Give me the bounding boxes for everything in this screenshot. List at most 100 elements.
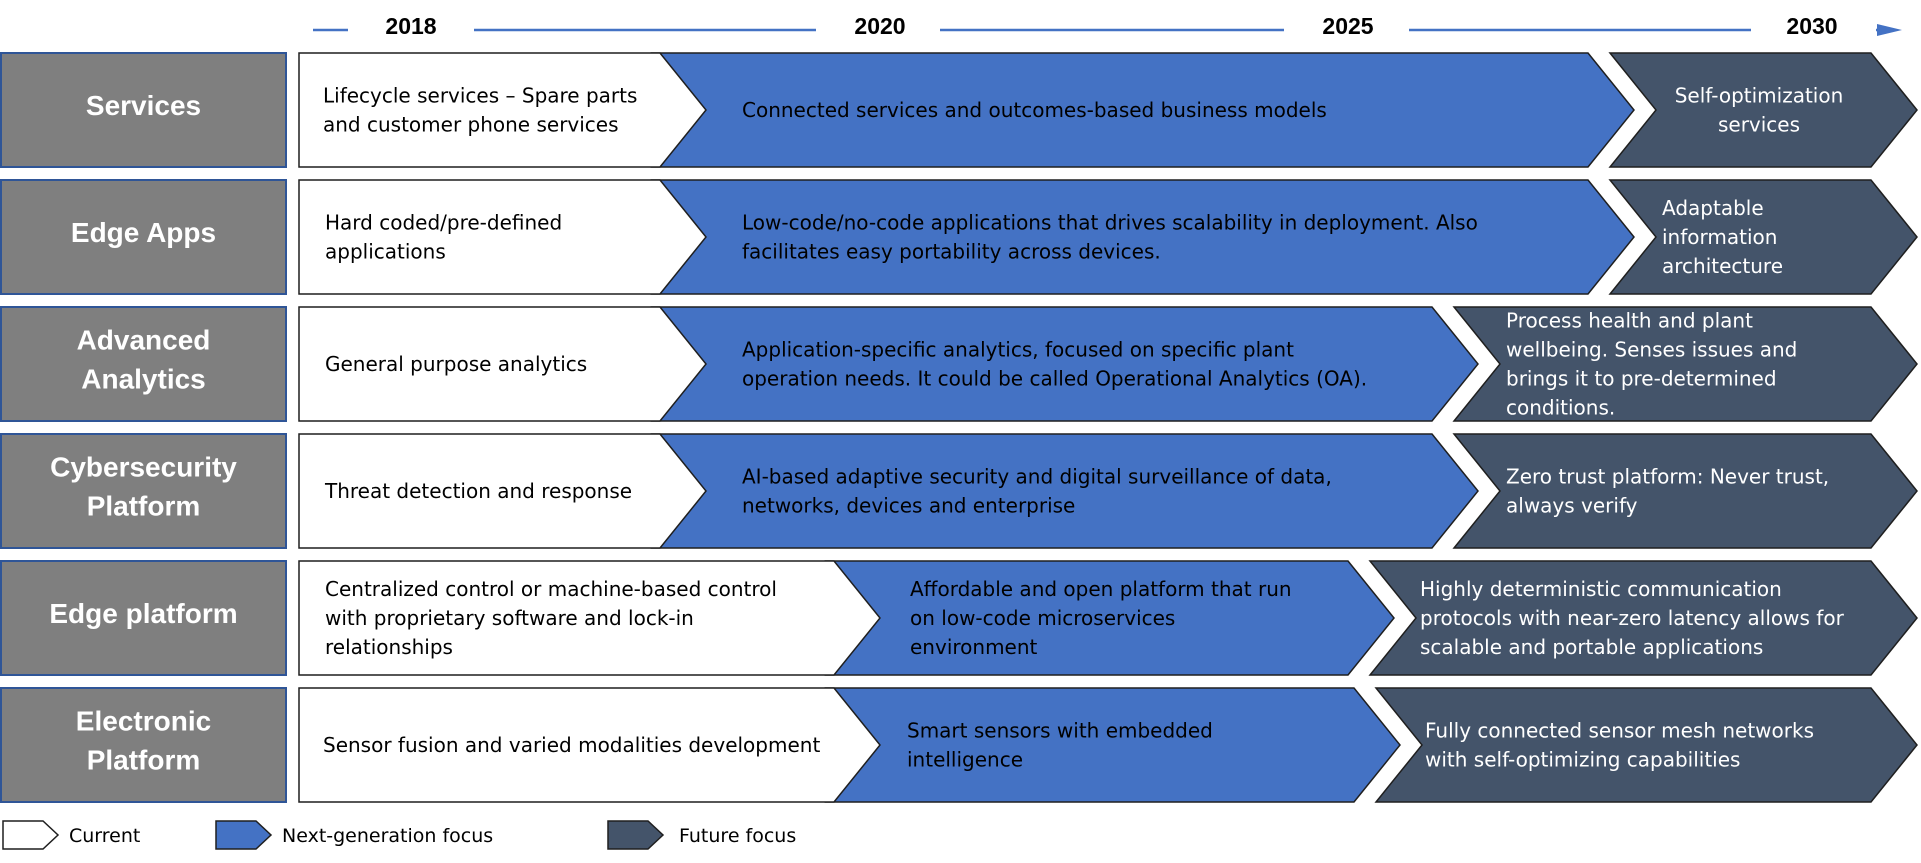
- roadmap-row: Services Lifecycle services – Spare parts…: [0, 52, 1918, 168]
- next-gen-text: Affordable and open platform that run on …: [910, 577, 1292, 659]
- next-gen-text-line: Affordable and open platform that run: [910, 577, 1292, 601]
- current-text-line: relationships: [325, 635, 453, 659]
- next-gen-text-line: facilitates easy portability across devi…: [742, 240, 1161, 264]
- current-text: Hard coded/pre-defined applications: [325, 211, 562, 264]
- year-2025-label: 2025: [1322, 13, 1373, 39]
- roadmap-row: Edge platform Centralized control or mach…: [0, 560, 1918, 676]
- current-text-line: applications: [325, 240, 446, 264]
- year-2018-label: 2018: [385, 13, 436, 39]
- category-label-line: Electronic: [76, 706, 211, 737]
- category-label: Services: [86, 90, 201, 121]
- current-chevron: [298, 687, 881, 803]
- current-text-line: Centralized control or machine-based con…: [325, 577, 777, 601]
- future-text-line: architecture: [1662, 254, 1783, 278]
- timeline-arrowhead: [1877, 24, 1902, 36]
- future-text: Process health and plant wellbeing. Sense…: [1506, 309, 1797, 420]
- future-text-line: Fully connected sensor mesh networks: [1425, 719, 1814, 743]
- category-box: [0, 52, 287, 168]
- next-gen-text-line: Smart sensors with embedded: [907, 719, 1213, 743]
- future-text: Zero trust platform: Never trust, always …: [1506, 465, 1829, 518]
- legend-future-label: Future focus: [679, 825, 796, 847]
- current-chevron: [298, 52, 707, 168]
- future-text-line: protocols with near-zero latency allows …: [1420, 606, 1845, 630]
- category-label-line: Cybersecurity: [50, 452, 237, 483]
- current-text-line: Sensor fusion and varied modalities deve…: [323, 733, 820, 757]
- future-text-line: scalable and portable applications: [1420, 635, 1763, 659]
- current-text-line: Threat detection and response: [324, 479, 632, 503]
- current-text: General purpose analytics: [325, 352, 587, 376]
- next-gen-chevron: [650, 433, 1479, 549]
- future-focus-chevron: [1608, 179, 1918, 295]
- legend-next-gen-swatch: [215, 820, 273, 850]
- future-text-line: Process health and plant: [1506, 309, 1753, 333]
- next-gen-text: AI-based adaptive security and digital s…: [742, 465, 1332, 518]
- current-text-line: Lifecycle services – Spare parts: [323, 84, 637, 108]
- category-label-line: Platform: [87, 491, 201, 522]
- current-text: Lifecycle services – Spare parts and cust…: [323, 84, 637, 137]
- future-text-line: services: [1718, 113, 1800, 137]
- next-gen-text: Low-code/no-code applications that drive…: [742, 211, 1478, 264]
- legend-current-swatch: [2, 820, 60, 850]
- legend-current-label: Current: [69, 825, 140, 847]
- current-text-line: with proprietary software and lock-in: [325, 606, 694, 630]
- next-gen-text-line: Application-specific analytics, focused …: [742, 338, 1294, 362]
- roadmap-rows: Services Lifecycle services – Spare parts…: [0, 52, 1918, 803]
- next-gen-chevron: [650, 179, 1635, 295]
- future-text-line: information: [1662, 225, 1777, 249]
- category-label-line: Edge Apps: [71, 217, 216, 248]
- current-text-line: Hard coded/pre-defined: [325, 211, 562, 235]
- next-gen-text: Connected services and outcomes-based bu…: [742, 98, 1327, 122]
- next-gen-text-line: environment: [910, 635, 1038, 659]
- current-text: Threat detection and response: [324, 479, 632, 503]
- category-label-line: Platform: [87, 745, 201, 776]
- current-text-line: and customer phone services: [323, 113, 619, 137]
- year-2030-label: 2030: [1786, 13, 1837, 39]
- future-text: Highly deterministic communication protoc…: [1420, 577, 1845, 659]
- future-focus-chevron: [1608, 52, 1918, 168]
- year-2020-label: 2020: [854, 13, 905, 39]
- future-text: Fully connected sensor mesh networks with…: [1425, 719, 1814, 772]
- next-gen-text: Application-specific analytics, focused …: [742, 338, 1367, 391]
- legend-future-swatch: [607, 820, 665, 850]
- next-gen-text-line: AI-based adaptive security and digital s…: [742, 465, 1332, 489]
- current-chevron: [298, 306, 707, 422]
- current-text: Centralized control or machine-based con…: [325, 577, 777, 659]
- category-label-line: Services: [86, 90, 201, 121]
- next-gen-text-line: operation needs. It could be called Oper…: [742, 367, 1367, 391]
- next-gen-chevron: [650, 306, 1479, 422]
- current-chevron: [298, 179, 707, 295]
- category-box: [0, 433, 287, 549]
- next-gen-text: Smart sensors with embedded intelligence: [907, 719, 1213, 772]
- future-text-line: Self-optimization: [1675, 84, 1844, 108]
- category-box: [0, 560, 287, 676]
- next-gen-text-line: on low-code microservices: [910, 606, 1175, 630]
- future-text-line: always verify: [1506, 494, 1638, 518]
- future-text-line: Zero trust platform: Never trust,: [1506, 465, 1829, 489]
- current-text: Sensor fusion and varied modalities deve…: [323, 733, 820, 757]
- future-text-line: with self-optimizing capabilities: [1425, 748, 1740, 772]
- category-label-line: Advanced: [77, 325, 211, 356]
- future-focus-chevron: [1452, 306, 1918, 422]
- future-text-line: wellbeing. Senses issues and: [1506, 338, 1797, 362]
- next-gen-text-line: Low-code/no-code applications that drive…: [742, 211, 1478, 235]
- future-text-line: Highly deterministic communication: [1420, 577, 1782, 601]
- category-label-line: Edge platform: [49, 598, 237, 629]
- current-chevron: [298, 433, 707, 549]
- current-text-line: General purpose analytics: [325, 352, 587, 376]
- future-text: Self-optimization services: [1675, 84, 1844, 137]
- next-gen-chevron: [824, 687, 1401, 803]
- future-text-line: Adaptable: [1662, 196, 1764, 220]
- future-focus-chevron: [1374, 687, 1918, 803]
- roadmap-row: Edge Apps Hard coded/pre-defined applicati…: [0, 179, 1918, 295]
- next-gen-text-line: networks, devices and enterprise: [742, 494, 1075, 518]
- future-focus-chevron: [1452, 433, 1918, 549]
- future-focus-chevron: [1368, 560, 1918, 676]
- next-gen-text-line: intelligence: [907, 748, 1023, 772]
